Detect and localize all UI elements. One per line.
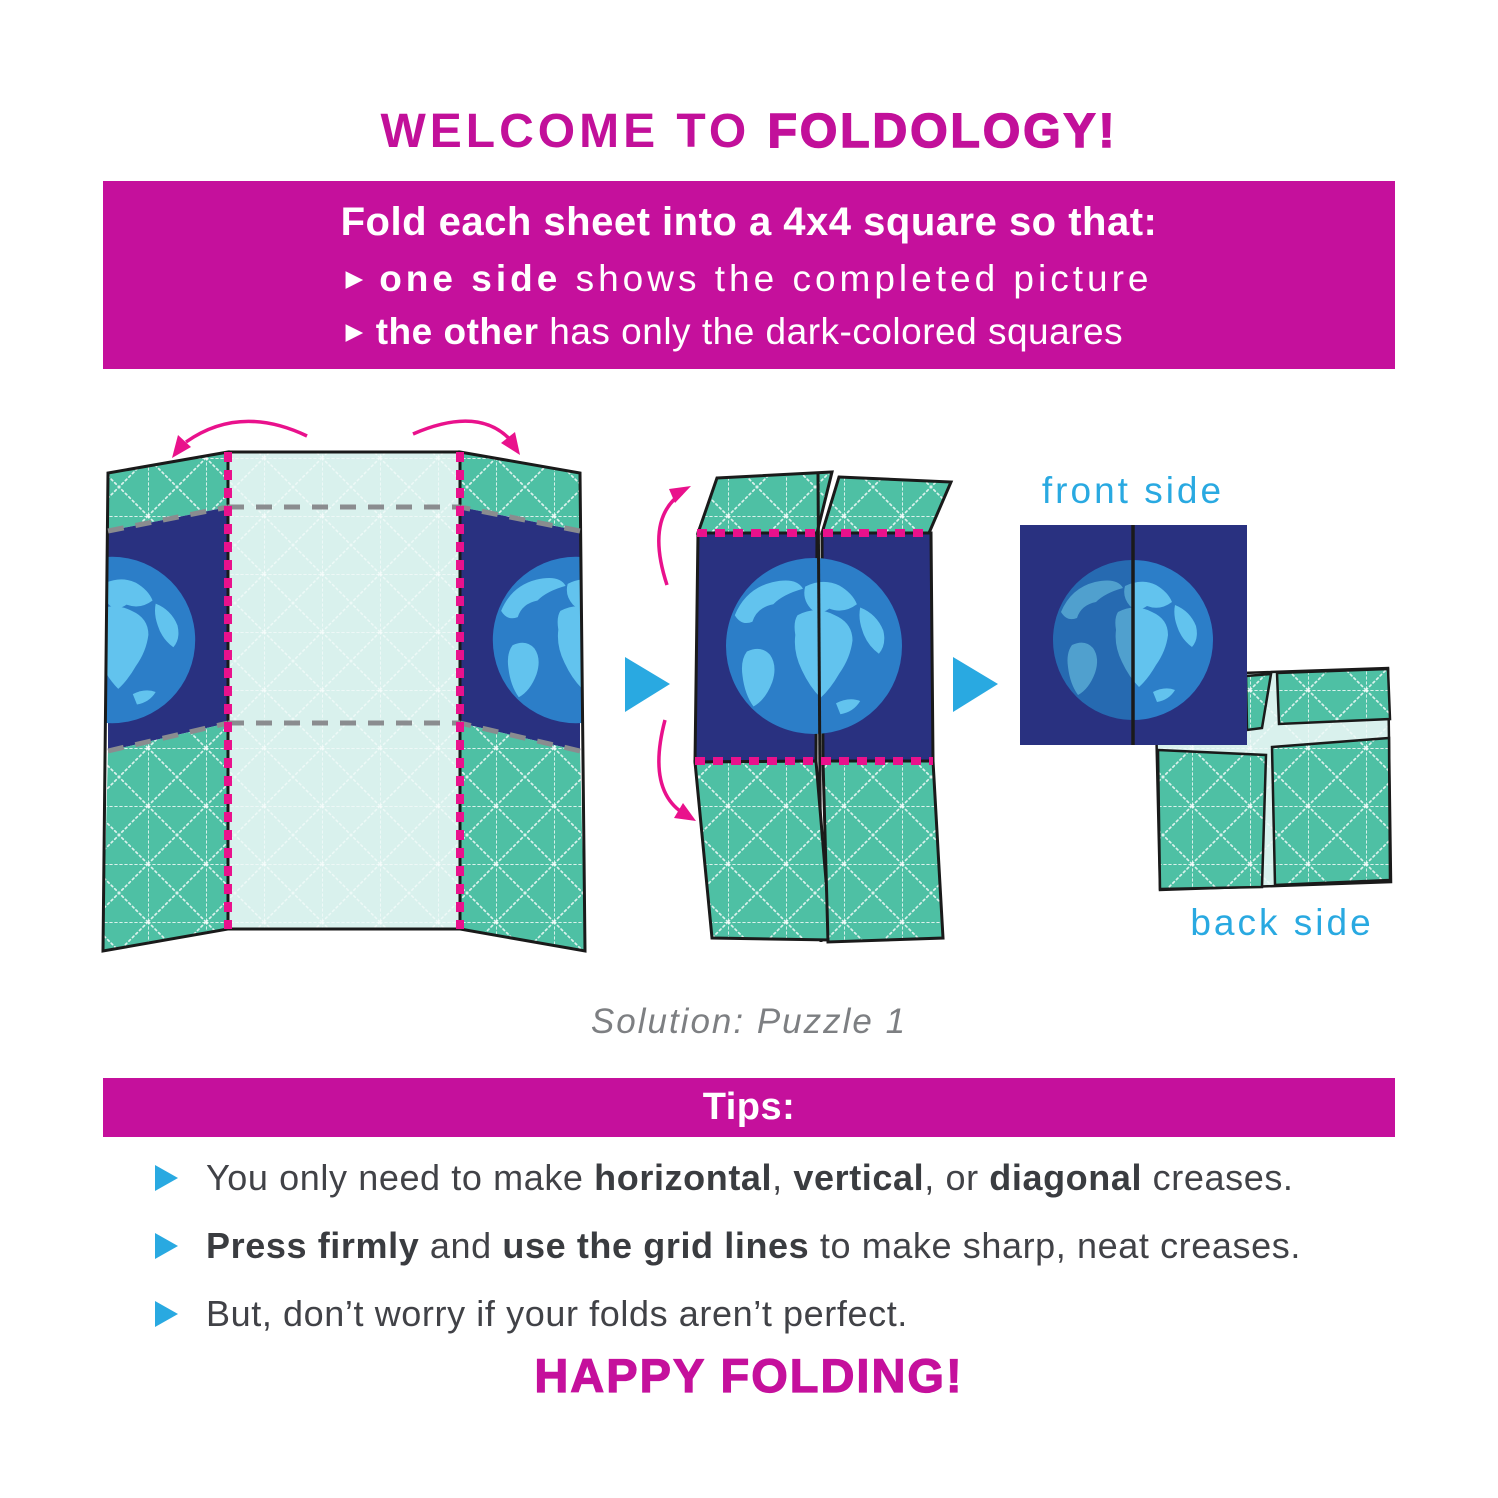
bullet-rest-text: has only the dark-colored squares	[538, 311, 1124, 352]
tips-banner: Tips:	[103, 1078, 1395, 1137]
tip-segment: creases.	[1142, 1157, 1294, 1198]
instruction-banner: Fold each sheet into a 4x4 square so tha…	[103, 181, 1395, 369]
step-arrow-icon	[953, 657, 998, 712]
tip-text: You only need to make horizontal, vertic…	[206, 1158, 1294, 1198]
title-brand: FOLDOLOGY!	[767, 104, 1118, 159]
tip-item: But, don’t worry if your folds aren’t pe…	[155, 1294, 1301, 1334]
fold-arrow-icon	[657, 491, 687, 817]
tips-heading: Tips:	[702, 1086, 796, 1128]
tip-segment-bold: use the grid lines	[502, 1225, 810, 1266]
tip-segment-bold: horizontal	[594, 1157, 773, 1198]
tips-list: You only need to make horizontal, vertic…	[155, 1158, 1301, 1362]
tip-text: But, don’t worry if your folds aren’t pe…	[206, 1294, 908, 1334]
tip-segment-bold: vertical	[793, 1157, 925, 1198]
tip-segment-bold: Press firmly	[206, 1225, 420, 1266]
tip-bullet-icon	[155, 1165, 178, 1191]
tip-text: Press firmly and use the grid lines to m…	[206, 1226, 1301, 1266]
fold-arrow-icon	[184, 419, 516, 446]
stage-half-folded	[657, 470, 954, 944]
tip-segment: But, don’t worry if your folds aren’t pe…	[206, 1293, 908, 1334]
front-side-label: front side	[1042, 470, 1224, 511]
tip-segment: , or	[924, 1157, 990, 1198]
front-side-square	[1020, 525, 1247, 745]
tip-segment: ,	[772, 1157, 794, 1198]
stage-finished: front side back side	[1020, 470, 1393, 943]
bullet-triangle-icon: ▶	[345, 265, 368, 291]
footer-text: HAPPY FOLDING!	[534, 1348, 964, 1402]
vertical-fold-lines	[224, 452, 464, 929]
back-side-label: back side	[1190, 902, 1373, 943]
tip-bullet-icon	[155, 1233, 178, 1259]
step-arrow-icon	[625, 657, 670, 712]
sheet-center-panel	[228, 452, 460, 929]
fold-crease-lines	[695, 529, 933, 765]
folding-diagram: front side back side	[101, 419, 1393, 953]
banner-bullet-one-side: ▶ one side shows the completed picture	[345, 252, 1152, 305]
tip-segment: You only need to make	[206, 1157, 595, 1198]
banner-heading: Fold each sheet into a 4x4 square so tha…	[340, 200, 1158, 244]
bullet-bold-text: one side	[379, 258, 562, 299]
bullet-bold-text: the other	[375, 311, 539, 352]
bullet-rest-text: shows the completed picture	[561, 258, 1153, 299]
banner-bullet-other-side: ▶ the other has only the dark-colored squ…	[345, 305, 1152, 358]
banner-bullet-list: ▶ one side shows the completed picture ▶ t…	[345, 252, 1152, 358]
page-title: WELCOME TO FOLDOLOGY!	[0, 104, 1498, 159]
tip-segment-bold: diagonal	[989, 1157, 1143, 1198]
tip-segment: to make sharp, neat creases.	[809, 1225, 1301, 1266]
bullet-triangle-icon: ▶	[345, 318, 364, 344]
tip-item: Press firmly and use the grid lines to m…	[155, 1226, 1301, 1266]
fold-arrow-heads	[172, 432, 520, 458]
footer-message: HAPPY FOLDING!	[0, 1348, 1498, 1403]
solution-caption: Solution: Puzzle 1	[590, 1002, 908, 1041]
horizontal-fold-lines	[107, 504, 581, 754]
tip-item: You only need to make horizontal, vertic…	[155, 1158, 1301, 1198]
title-prefix: WELCOME TO	[380, 105, 768, 158]
fold-arrow-heads	[669, 486, 696, 821]
tip-bullet-icon	[155, 1301, 178, 1327]
tip-segment: and	[419, 1225, 503, 1266]
stage-unfolded-sheet	[101, 419, 587, 953]
